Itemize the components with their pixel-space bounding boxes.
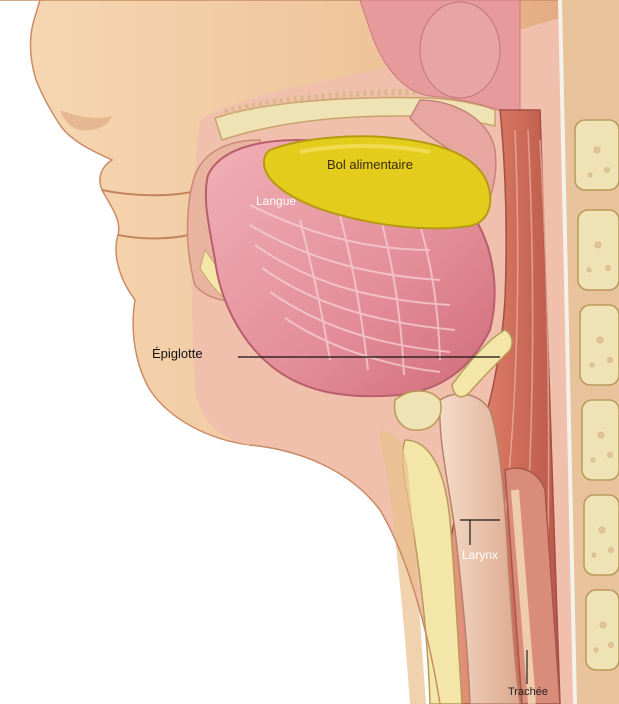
trachea-label: Trachée (508, 686, 548, 698)
epiglottis-label: Épiglotte (152, 346, 203, 361)
adenoid (420, 2, 500, 98)
bolus-label: Bol alimentaire (327, 157, 413, 172)
larynx-label: Larynx (462, 548, 498, 562)
hyoid-cartilage (395, 391, 441, 430)
tongue-label: Langue (256, 194, 296, 208)
